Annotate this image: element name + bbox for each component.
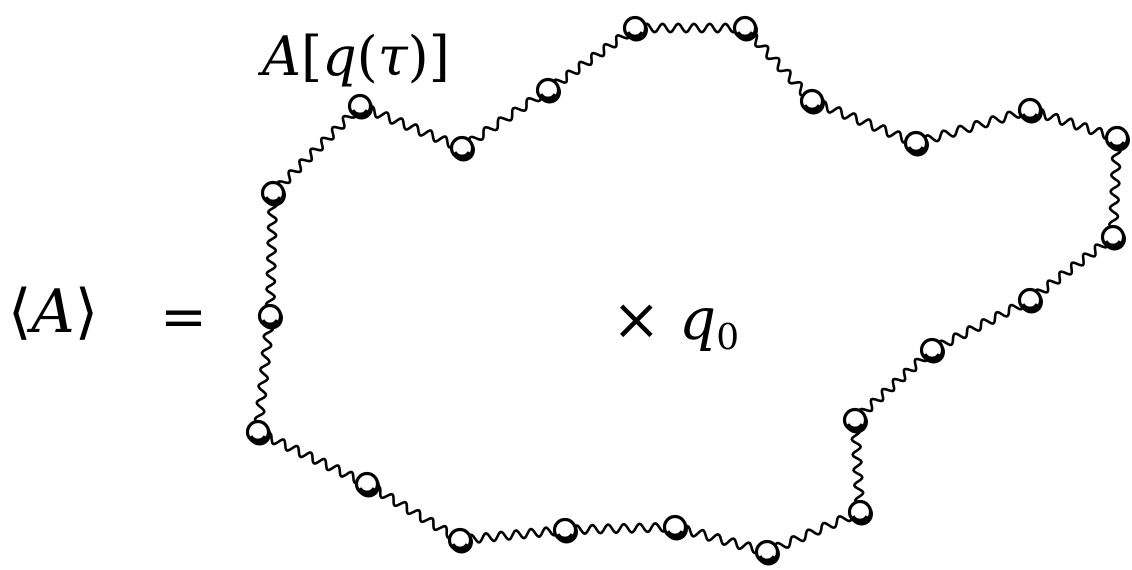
wavy-spring-icon: [1029, 234, 1114, 303]
bead-icon: [622, 15, 648, 42]
wavy-spring-icon: [365, 484, 462, 540]
wavy-spring-icon: [253, 314, 275, 434]
wavy-spring-icon: [931, 296, 1031, 354]
bead-icon: [919, 337, 945, 364]
wavy-spring-icon: [766, 508, 861, 556]
bead-icon: [842, 407, 868, 434]
time-argument: τ: [377, 25, 408, 88]
bead-icon: [354, 471, 380, 498]
wavy-spring-icon: [1108, 136, 1122, 239]
wavy-spring-icon: [358, 105, 464, 149]
wavy-spring-icon: [849, 418, 866, 514]
angle-bracket-close: ⟩: [74, 277, 99, 347]
bead-icon: [245, 419, 271, 446]
wavy-spring-icon: [563, 521, 677, 536]
bracket-close: ]: [428, 25, 450, 88]
cross-marker: ×: [612, 285, 661, 353]
spring-chain: [253, 22, 1122, 556]
center-subscript: 0: [716, 317, 740, 359]
bead-icon: [257, 303, 283, 330]
paren-open: (: [356, 25, 378, 88]
path-variable: q: [322, 25, 357, 88]
center-symbol: q: [679, 285, 717, 353]
paren-close: ): [407, 25, 429, 88]
wavy-spring-icon: [854, 347, 933, 423]
observable-symbol: A: [31, 277, 75, 347]
bead-chain: [245, 15, 1130, 566]
wavy-spring-icon: [458, 524, 567, 546]
bead-icon: [535, 77, 561, 104]
bead-icon: [799, 88, 825, 115]
bead-icon: [847, 499, 873, 526]
bead-icon: [1100, 224, 1126, 251]
wavy-spring-icon: [633, 22, 747, 34]
wavy-spring-icon: [1028, 108, 1119, 140]
wavy-spring-icon: [915, 105, 1031, 148]
bead-icon: [662, 514, 688, 541]
wavy-spring-icon: [810, 100, 918, 144]
wavy-spring-icon: [742, 27, 815, 102]
center-point-label: × q0: [612, 290, 739, 356]
bead-icon: [903, 130, 929, 157]
wavy-spring-icon: [256, 431, 369, 485]
bead-icon: [260, 180, 286, 207]
angle-bracket-open: ⟨: [8, 277, 32, 347]
equals-sign: =: [160, 285, 207, 350]
bead-icon: [447, 527, 473, 554]
path-functional-label: A[q(τ)]: [262, 30, 450, 84]
bead-icon: [552, 517, 578, 544]
bead-icon: [449, 135, 475, 162]
wavy-spring-icon: [264, 191, 279, 318]
bead-icon: [1017, 97, 1043, 124]
functional-symbol: A: [262, 25, 301, 88]
wavy-spring-icon: [461, 87, 549, 151]
wavy-spring-icon: [547, 25, 636, 93]
bead-icon: [1017, 287, 1043, 314]
wavy-spring-icon: [673, 524, 769, 555]
bead-icon: [347, 93, 373, 120]
expectation-value: ⟨A⟩: [8, 282, 98, 342]
wavy-spring-icon: [272, 103, 361, 196]
bracket-open: [: [301, 25, 323, 88]
bead-icon: [1104, 125, 1130, 152]
bead-icon: [732, 15, 758, 42]
bead-icon: [754, 539, 780, 566]
